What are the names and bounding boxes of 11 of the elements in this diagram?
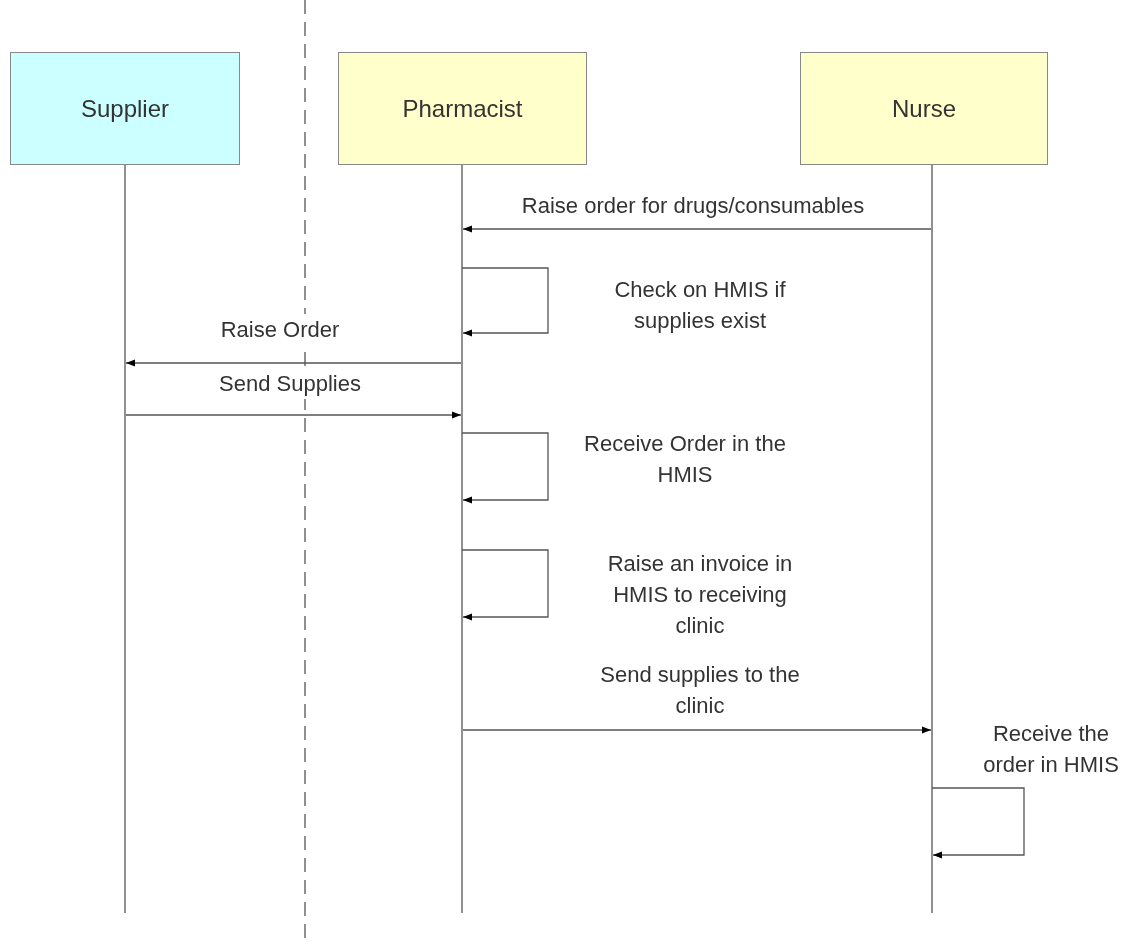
self-message-arrow — [461, 432, 549, 504]
participant-box: Supplier — [10, 52, 240, 165]
message-arrow — [462, 726, 932, 734]
participant-box: Pharmacist — [338, 52, 587, 165]
self-message-arrow — [931, 787, 1025, 859]
message-arrow — [462, 225, 932, 233]
message-arrow — [125, 359, 462, 367]
self-message-arrow — [461, 267, 549, 337]
message-arrow — [125, 411, 462, 419]
participant-box: Nurse — [800, 52, 1048, 165]
self-message-arrow — [461, 549, 549, 621]
